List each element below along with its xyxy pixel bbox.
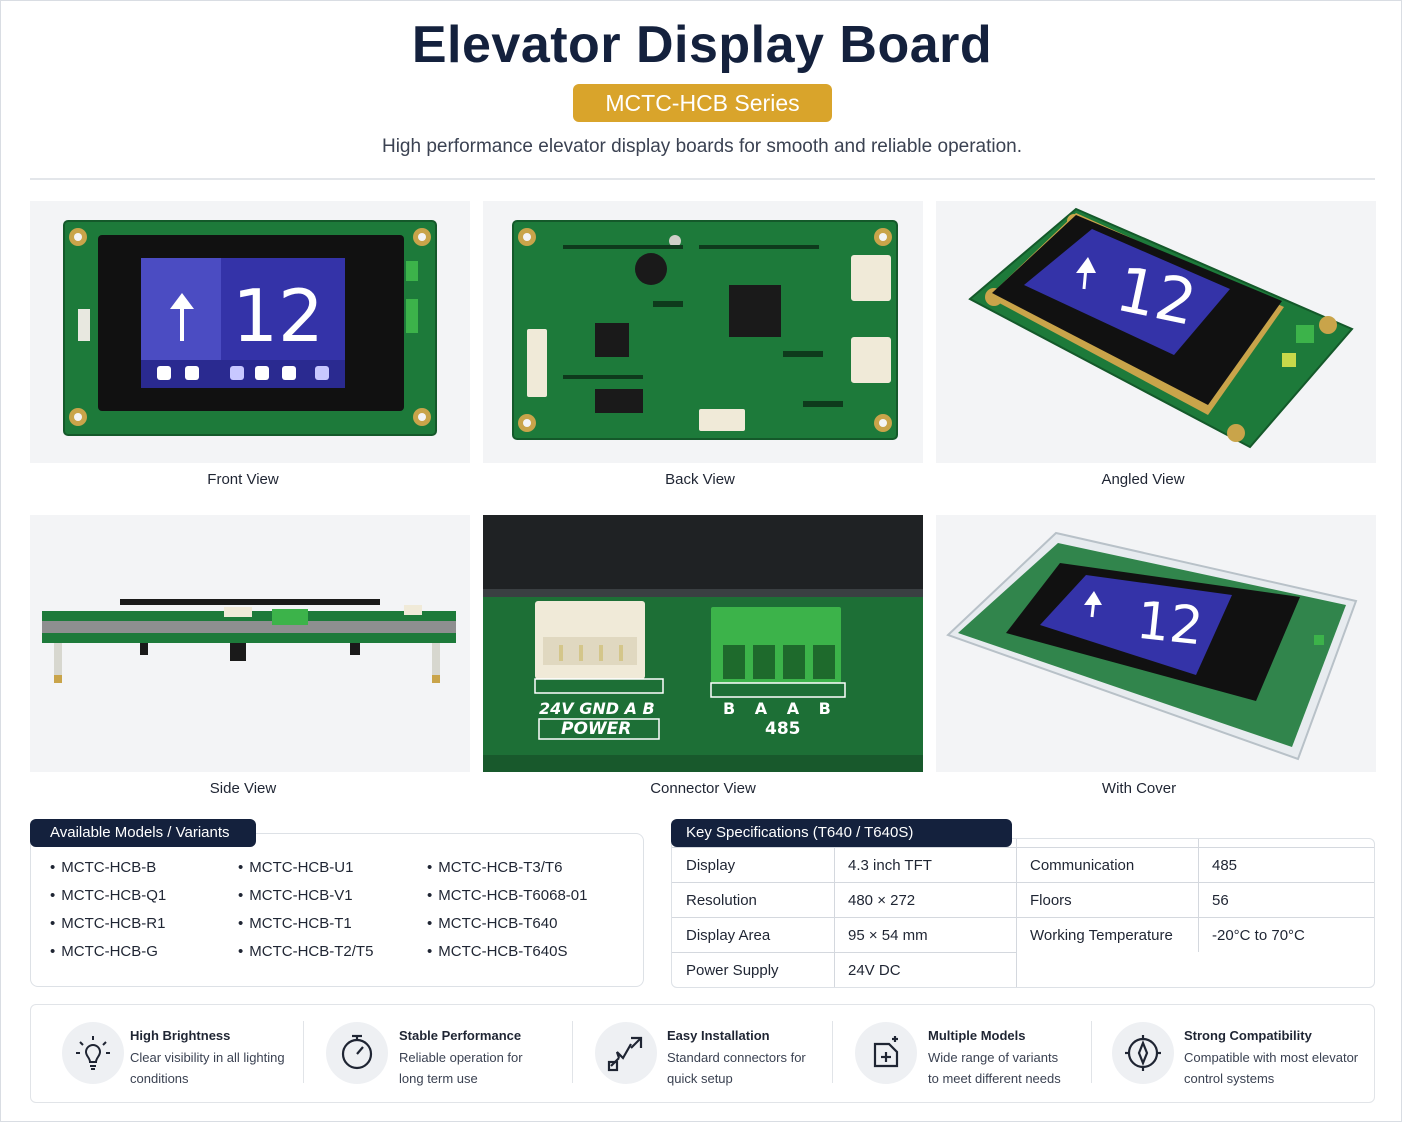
- models-heading: Available Models / Variants: [30, 819, 256, 847]
- spec-label-display-area: Display Area: [686, 927, 771, 944]
- spec-label-floors: Floors: [1030, 892, 1072, 909]
- page-title: Elevator Display Board: [411, 16, 993, 74]
- caption-connector-view: Connector View: [650, 780, 756, 797]
- tagline: High performance elevator display boards…: [381, 136, 1023, 157]
- spec-label-resolution: Resolution: [686, 892, 757, 909]
- model-item: MCTC-HCB-R1: [50, 914, 166, 942]
- model-item: MCTC-HCB-T2/T5: [238, 942, 373, 970]
- feature-title: High Brightness: [130, 1028, 231, 1043]
- feature-easy-installation: Easy Installation Standard connectors fo…: [595, 1004, 825, 1103]
- feature-title: Multiple Models: [928, 1028, 1026, 1043]
- photo-side-view: [30, 515, 470, 772]
- feature-title: Strong Compatibility: [1184, 1028, 1312, 1043]
- spec-value-communication: 485: [1212, 857, 1238, 874]
- photo-front-view: 12: [30, 201, 470, 463]
- feature-divider: [1091, 1021, 1092, 1083]
- spec-value-power-supply: 24V DC: [848, 962, 901, 979]
- caption-front-view: Front View: [207, 471, 279, 488]
- spec-label-power-supply: Power Supply: [686, 962, 779, 979]
- photo-back-view: [483, 201, 923, 463]
- rs485-pin-labels: B A A B: [723, 699, 831, 718]
- spec-label-working-temperature: Working Temperature: [1030, 927, 1173, 944]
- feature-divider: [303, 1021, 304, 1083]
- model-item: MCTC-HCB-T1: [238, 914, 373, 942]
- feature-title: Stable Performance: [399, 1028, 522, 1043]
- spec-value-working-temperature: -20°C to 70°C: [1212, 927, 1305, 944]
- front-floor-number: 12: [232, 274, 324, 358]
- spec-label-communication: Communication: [1030, 857, 1135, 874]
- models-column-3: MCTC-HCB-T3/T6 MCTC-HCB-T6068-01 MCTC-HC…: [427, 858, 587, 970]
- model-item: MCTC-HCB-B: [50, 858, 166, 886]
- feature-divider: [572, 1021, 573, 1083]
- photo-connector-view: 24V GND A B POWER B A A B 485: [483, 515, 923, 772]
- model-item: MCTC-HCB-T640S: [427, 942, 587, 970]
- specs-table: Display 4.3 inch TFT Communication 485 R…: [671, 838, 1375, 988]
- specs-heading: Key Specifications (T640 / T640S): [671, 819, 1012, 847]
- compass-icon: [1112, 1022, 1174, 1084]
- model-item: MCTC-HCB-T3/T6: [427, 858, 587, 886]
- model-item: MCTC-HCB-V1: [238, 886, 373, 914]
- spec-value-display: 4.3 inch TFT: [848, 857, 932, 874]
- install-arrow-icon: [595, 1022, 657, 1084]
- model-item: MCTC-HCB-G: [50, 942, 166, 970]
- series-badge: MCTC-HCB Series: [573, 84, 832, 122]
- feature-title: Easy Installation: [667, 1028, 770, 1043]
- feature-divider: [832, 1021, 833, 1083]
- feature-high-brightness: High Brightness Clear visibility in all …: [62, 1004, 302, 1103]
- spec-label-display: Display: [686, 857, 736, 874]
- feature-strong-compatibility: Strong Compatibility Compatible with mos…: [1112, 1004, 1370, 1103]
- caption-angled-view: Angled View: [1101, 471, 1185, 488]
- models-column-2: MCTC-HCB-U1 MCTC-HCB-V1 MCTC-HCB-T1 MCTC…: [238, 858, 373, 970]
- caption-back-view: Back View: [665, 471, 735, 488]
- caption-with-cover: With Cover: [1101, 780, 1177, 797]
- power-label: POWER: [561, 719, 631, 739]
- model-item: MCTC-HCB-T6068-01: [427, 886, 587, 914]
- photo-angled-view: 12: [936, 201, 1376, 463]
- models-column-1: MCTC-HCB-B MCTC-HCB-Q1 MCTC-HCB-R1 MCTC-…: [50, 858, 166, 970]
- angled-floor-number: 12: [1110, 252, 1202, 340]
- header-divider: [30, 178, 1375, 180]
- cover-floor-number: 12: [1134, 591, 1206, 658]
- add-module-icon: [855, 1022, 917, 1084]
- rs485-label: 485: [765, 719, 801, 739]
- gauge-icon: [326, 1022, 388, 1084]
- model-item: MCTC-HCB-Q1: [50, 886, 166, 914]
- model-item: MCTC-HCB-U1: [238, 858, 373, 886]
- caption-side-view: Side View: [209, 780, 277, 797]
- spec-value-resolution: 480 × 272: [848, 892, 916, 909]
- spec-value-floors: 56: [1212, 892, 1229, 909]
- lightbulb-icon: [62, 1022, 124, 1084]
- model-item: MCTC-HCB-T640: [427, 914, 587, 942]
- spec-value-display-area: 95 × 54 mm: [848, 927, 928, 944]
- photo-with-cover: 12: [936, 515, 1376, 772]
- power-pin-labels: 24V GND A B: [539, 699, 655, 718]
- feature-stable-performance: Stable Performance Reliable operation fo…: [326, 1004, 566, 1103]
